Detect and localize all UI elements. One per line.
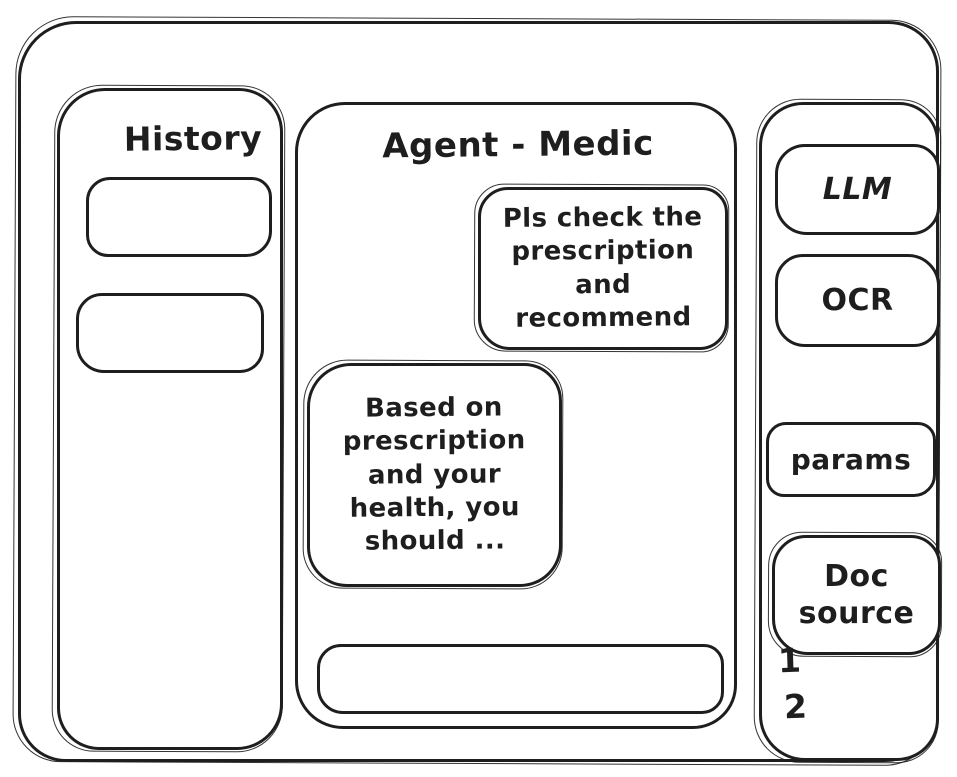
assistant-message-bubble: Based on prescription and your health, y…: [307, 363, 562, 587]
history-title: History: [123, 118, 263, 159]
app-window: History Agent - Medic Pls check the pres…: [18, 21, 941, 762]
doc-source-button-label: Doc source: [798, 558, 915, 632]
doc-source-button[interactable]: Doc source: [772, 535, 941, 655]
params-button[interactable]: params: [766, 422, 936, 497]
annotation-number-2: 2: [783, 686, 808, 727]
history-item[interactable]: [86, 177, 272, 257]
chat-panel: Agent - Medic Pls check the prescription…: [295, 102, 737, 729]
history-sidebar: History: [57, 88, 283, 750]
assistant-message-text: Based on prescription and your health, y…: [342, 392, 526, 557]
user-message-bubble: Pls check the prescription and recommend: [478, 187, 728, 351]
agent-title: Agent - Medic: [382, 123, 654, 167]
llm-button[interactable]: LLM: [775, 144, 940, 235]
chat-input[interactable]: [317, 644, 724, 714]
ocr-button[interactable]: OCR: [775, 254, 940, 347]
annotation-number-1: 1: [777, 640, 802, 681]
history-item[interactable]: [76, 293, 264, 373]
tools-panel: LLM OCR params Doc source 1 2: [759, 102, 941, 761]
ocr-button-label: OCR: [821, 283, 894, 318]
user-message-text: Pls check the prescription and recommend: [502, 202, 703, 334]
llm-button-label: LLM: [822, 172, 893, 207]
params-button-label: params: [790, 443, 912, 476]
